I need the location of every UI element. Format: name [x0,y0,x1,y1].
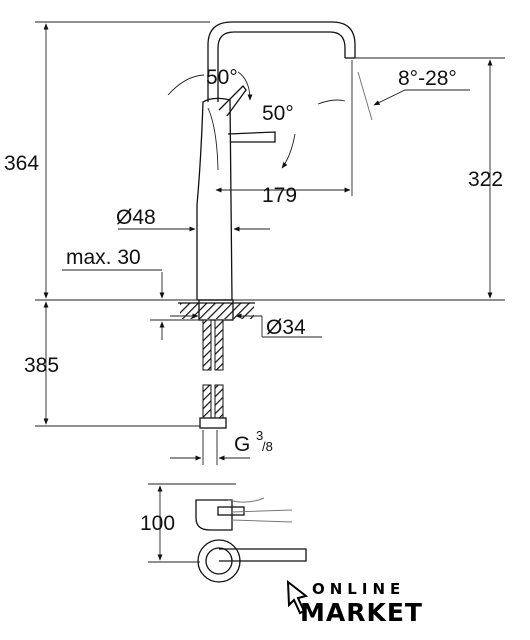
below-deck-label: 385 [24,354,59,377]
online-market-logo: ONLINE MARKET [286,579,423,627]
spout-reach-label: 179 [262,184,297,207]
logo-line-1: ONLINE [312,580,405,598]
lever-angle-1-label: 50° [206,66,238,89]
max-deck-label: max. 30 [66,246,141,269]
lever-angle-2-label: 50° [262,102,294,125]
cursor-icon [286,579,309,615]
total-height-label: 364 [4,152,39,175]
faucet-top-view [195,497,307,583]
thread-numerator: 3 [256,428,263,443]
thread-label: G [234,433,250,456]
logo-line-2: MARKET [300,598,423,627]
thread-denominator: /8 [262,439,273,454]
supply-hoses [198,299,234,429]
spout-height-label: 322 [468,168,503,191]
body-diameter-label: Ø48 [116,206,156,229]
swivel-angle-label: 8°-28° [398,67,457,90]
lever-depth-label: 100 [140,512,175,535]
deck-hatch [180,303,254,319]
hole-diameter-label: Ø34 [266,316,306,339]
faucet-body [196,21,373,301]
